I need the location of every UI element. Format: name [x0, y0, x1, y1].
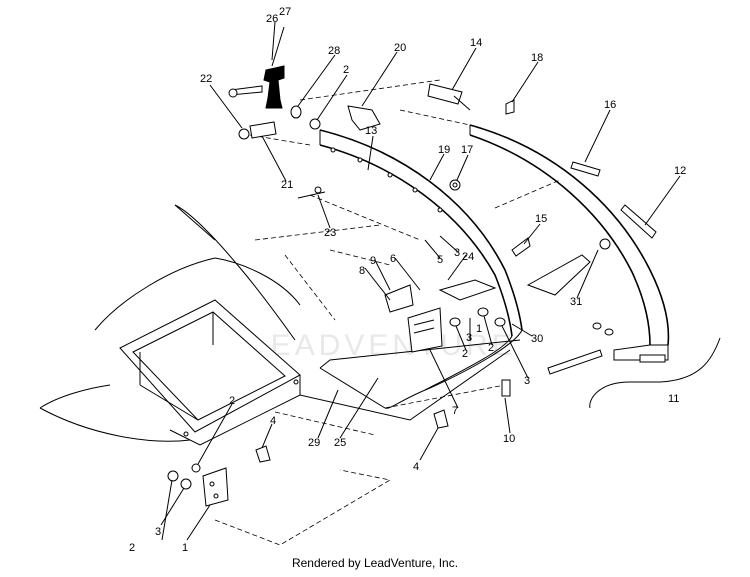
callout-24: 24 [462, 251, 474, 263]
callout-6: 6 [390, 253, 396, 265]
callout-8: 8 [359, 265, 365, 277]
callout-9: 9 [370, 255, 376, 267]
callout-16: 16 [604, 99, 616, 111]
callout-25: 25 [334, 437, 346, 449]
callout-10: 10 [503, 433, 515, 445]
callout-labels: 26 27 28 2 22 20 14 18 16 13 17 19 21 12… [129, 6, 686, 554]
callout-1-mid: 1 [476, 323, 482, 335]
callout-30: 30 [531, 333, 543, 345]
callout-2-top: 2 [343, 64, 349, 76]
callout-28: 28 [328, 45, 340, 57]
callout-2-mid-a: 2 [462, 348, 468, 360]
callout-20: 20 [394, 42, 406, 54]
callout-11: 11 [668, 393, 679, 405]
callout-3-left: 3 [155, 526, 161, 538]
callout-23: 23 [324, 227, 336, 239]
callout-2-bottom: 2 [129, 542, 135, 554]
callout-4-left: 4 [270, 415, 276, 427]
small-parts [167, 65, 666, 507]
callout-21: 21 [281, 179, 293, 191]
callout-29: 29 [308, 437, 320, 449]
callout-3-mid: 3 [454, 247, 460, 259]
callout-18: 18 [531, 52, 543, 64]
callout-13: 13 [365, 125, 377, 137]
callout-27: 27 [279, 6, 291, 18]
callout-3-right: 3 [524, 375, 530, 387]
callout-5: 5 [437, 254, 443, 266]
callout-leaders [160, 21, 721, 541]
callout-15: 15 [535, 213, 547, 225]
callout-12: 12 [674, 165, 686, 177]
leader-lines [214, 79, 561, 546]
callout-3-mid-b: 3 [466, 332, 472, 344]
callout-7: 7 [452, 405, 458, 417]
callout-22: 22 [200, 73, 212, 85]
callout-14: 14 [470, 37, 482, 49]
footer-credit: Rendered by LeadVenture, Inc. [291, 556, 459, 570]
callout-19: 19 [438, 144, 450, 156]
callout-2-mid-b: 2 [488, 342, 494, 354]
callout-2-left: 2 [229, 395, 235, 407]
callout-4-bottom: 4 [413, 461, 419, 473]
callout-26: 26 [266, 13, 278, 25]
bumper-assembly [469, 124, 670, 375]
callout-17: 17 [461, 144, 473, 156]
callout-1-left: 1 [182, 542, 188, 554]
front-rail [319, 129, 523, 409]
hood-body [39, 204, 511, 446]
callout-31: 31 [570, 296, 582, 308]
